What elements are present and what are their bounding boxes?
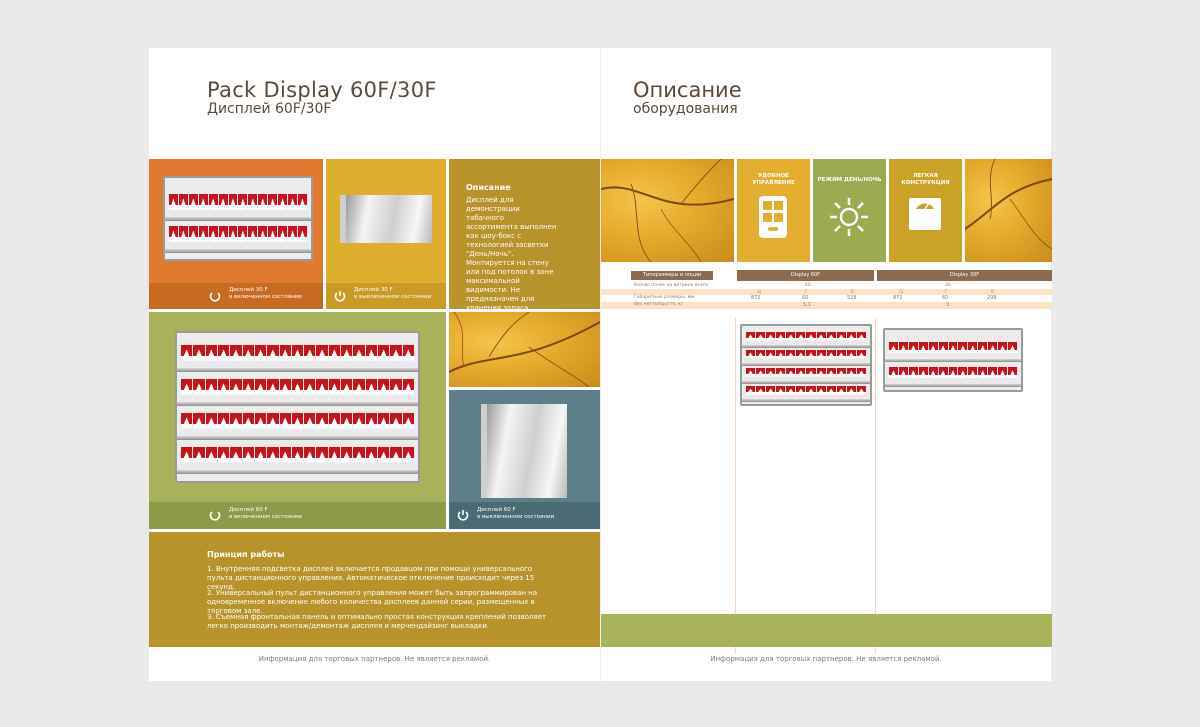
feature-label: УДОБНОЕ УПРАВЛЕНИЕ bbox=[752, 173, 795, 186]
spec-table: Типоразмеры и опции Display 60F Display … bbox=[601, 270, 1052, 312]
spec-value: Г bbox=[805, 289, 808, 294]
column-divider bbox=[735, 318, 736, 654]
spec-header-60f: Display 60F bbox=[737, 270, 874, 281]
principle-heading: Принцип работы bbox=[207, 550, 285, 559]
spec-value: 3 bbox=[946, 302, 950, 308]
feature-remote-control: УДОБНОЕ УПРАВЛЕНИЕ bbox=[737, 159, 810, 262]
spec-row-label: Габаритные размеры, мм bbox=[634, 295, 695, 300]
principle-item: 3. Съемная фронтальная панель и оптималь… bbox=[207, 613, 547, 630]
tile-display-60f-on: Дисплей 60 F в включенном состоянии bbox=[149, 312, 446, 529]
description-heading: Описание bbox=[466, 183, 511, 192]
spec-value: В bbox=[991, 289, 994, 294]
feature-light-construction: ЛЕГКАЯ КОНСТРУКЦИЯ bbox=[889, 159, 962, 262]
page-title: Описание bbox=[633, 78, 742, 102]
tobacco-leaf-photo bbox=[601, 159, 734, 262]
power-off-icon bbox=[457, 510, 469, 521]
display-60f-lit-image bbox=[175, 331, 420, 483]
spec-value: 872 bbox=[751, 295, 761, 301]
spec-header-30f: Display 30F bbox=[877, 270, 1052, 281]
spec-value: 872 bbox=[893, 295, 903, 301]
spec-value: 5,1 bbox=[803, 302, 811, 308]
spec-value: В bbox=[851, 289, 854, 294]
spec-value: 528 bbox=[847, 295, 857, 301]
caption-line1: Дисплей 30 F bbox=[229, 287, 268, 293]
spec-row: Габаритные размеры, мм 872 60 528 872 60… bbox=[601, 295, 1052, 302]
power-on-icon bbox=[209, 292, 221, 302]
spec-value: Г bbox=[945, 289, 948, 294]
brochure-spread: Pack Display 60F/30F Дисплей 60F/30F Дис… bbox=[149, 48, 1052, 681]
spec-value: 298 bbox=[987, 295, 997, 301]
tile-display-30f-off: Дисплей 30 F в выключенном состоянии bbox=[326, 159, 446, 309]
display-30f-product-image bbox=[883, 328, 1023, 392]
feature-label: РЕЖИМ ДЕНЬ/НОЧЬ bbox=[817, 177, 882, 183]
principle-item: 2. Универсальный пульт дистанционного уп… bbox=[207, 589, 538, 615]
left-page: Pack Display 60F/30F Дисплей 60F/30F Дис… bbox=[149, 48, 600, 681]
spec-value: Ш bbox=[757, 289, 762, 294]
spec-row: Кол-во пачек на витрине всего 60 30 bbox=[601, 283, 1052, 289]
display-30f-off-image bbox=[340, 195, 432, 243]
tobacco-leaf-photo bbox=[449, 312, 600, 387]
remote-control-icon bbox=[759, 196, 787, 238]
spec-value: 60 bbox=[802, 295, 809, 301]
page-subtitle: Дисплей 60F/30F bbox=[207, 101, 332, 117]
caption-line2: в включенном состоянии bbox=[229, 514, 302, 520]
caption-line1: Дисплей 60 F bbox=[477, 507, 516, 513]
display-60f-off-image bbox=[481, 404, 567, 498]
tile-display-30f-on: Дисплей 30 F в включенном состоянии bbox=[149, 159, 323, 309]
tile-description: Описание Дисплей для демонстрации табачн… bbox=[449, 159, 600, 309]
page-footer: Информация для торговых партнеров. Не яв… bbox=[258, 655, 491, 663]
sun-icon bbox=[830, 198, 868, 236]
column-divider bbox=[875, 318, 876, 654]
spec-value: 30 bbox=[945, 283, 951, 288]
power-on-icon bbox=[209, 511, 221, 521]
display-30f-lit-image bbox=[163, 176, 313, 261]
spec-value: 60 bbox=[805, 283, 811, 288]
principle-item: 1. Внутренняя подсветка дисплея включает… bbox=[207, 565, 535, 591]
spec-value: Ш bbox=[899, 289, 904, 294]
feature-label: ЛЕГКАЯ КОНСТРУКЦИЯ bbox=[901, 173, 950, 186]
spec-row: Вес нетто/брутто, кг 5,1 3 bbox=[601, 302, 1052, 309]
tile-display-60f-off: Дисплей 60 F в выключенном состоянии bbox=[449, 390, 600, 529]
power-off-icon bbox=[334, 291, 346, 302]
spec-row-label: Кол-во пачек на витрине всего bbox=[634, 283, 708, 288]
caption-line2: в выключенном состоянии bbox=[477, 514, 555, 520]
spec-value: 60 bbox=[942, 295, 949, 301]
olive-band bbox=[601, 614, 1052, 647]
caption-line1: Дисплей 30 F bbox=[354, 287, 393, 293]
tile-principle: Принцип работы 1. Внутренняя подсветка д… bbox=[149, 532, 600, 647]
tobacco-leaf-photo bbox=[965, 159, 1052, 262]
spec-row-label: Вес нетто/брутто, кг bbox=[634, 302, 684, 307]
description-text: Дисплей для демонстрации табачного ассор… bbox=[466, 196, 557, 309]
display-60f-product-image bbox=[740, 324, 872, 406]
spec-header-label: Типоразмеры и опции bbox=[631, 271, 713, 280]
caption-line2: в выключенном состоянии bbox=[354, 294, 432, 300]
spec-row: Ш Г В Ш Г В bbox=[601, 289, 1052, 295]
page-footer: Информация для торговых партнеров. Не яв… bbox=[710, 655, 942, 663]
page-subtitle: оборудования bbox=[633, 101, 738, 117]
right-page: Описание оборудования УДОБНОЕ УПРАВЛЕНИЕ… bbox=[600, 48, 1052, 681]
feature-day-night: РЕЖИМ ДЕНЬ/НОЧЬ bbox=[813, 159, 886, 262]
page-title: Pack Display 60F/30F bbox=[207, 78, 437, 102]
caption-line1: Дисплей 60 F bbox=[229, 507, 268, 513]
caption-line2: в включенном состоянии bbox=[229, 294, 302, 300]
scale-icon bbox=[909, 198, 941, 230]
